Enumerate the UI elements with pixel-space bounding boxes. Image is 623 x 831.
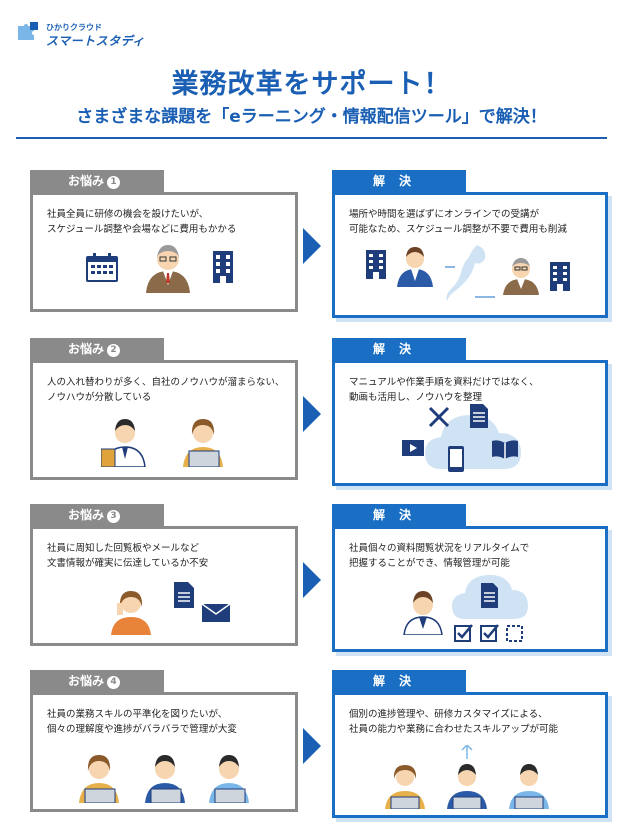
problem-tab-label: お悩み xyxy=(68,674,105,688)
arrow-right-icon xyxy=(303,562,321,598)
document-icon xyxy=(470,404,488,428)
arrow-right-icon xyxy=(303,396,321,432)
solution-line-1: 個別の進捗管理や、研修カスタマイズによる、 xyxy=(349,709,548,720)
solution-tab: 解決 xyxy=(332,504,466,526)
worried-person xyxy=(111,591,151,635)
solution-text: マニュアルや作業手順を資料だけではなく、 動画も活用し、ノウハウを整理 xyxy=(349,375,539,405)
person-at-laptop xyxy=(509,764,549,809)
problem-number: 4 xyxy=(107,676,121,689)
title-divider xyxy=(16,137,607,139)
person-at-laptop xyxy=(183,419,223,467)
employee-person xyxy=(397,247,433,287)
solution-line-2: 動画も活用し、ノウハウを整理 xyxy=(349,392,483,403)
solution-text: 個別の進捗管理や、研修カスタマイズによる、 社員の能力や業務に合わせたスキルアッ… xyxy=(349,707,558,737)
problem-number: 3 xyxy=(107,510,121,523)
logo-small-text: ひかりクラウド xyxy=(46,23,102,32)
solution-card-3: 解決 社員個々の資料閲覧状況をリアルタイムで 把握することができ、情報管理が可能 xyxy=(332,504,608,652)
problem-line-1: 社員に周知した回覧板やメールなど xyxy=(47,543,200,554)
problem-line-2: 個々の理解度や進捗がバラバラで管理が大変 xyxy=(47,724,237,735)
solution-body: マニュアルや作業手順を資料だけではなく、 動画も活用し、ノウハウを整理 xyxy=(332,360,608,486)
problem-body: 人の入れ替わりが多く、自社のノウハウが溜まらない、 ノウハウが分散している xyxy=(30,360,298,480)
person-at-laptop xyxy=(385,765,425,809)
problem-tab-label: お悩み xyxy=(68,342,105,356)
person-at-laptop xyxy=(145,755,185,803)
problem-line-2: スケジュール調整や会場などに費用もかかる xyxy=(47,224,237,235)
person-at-laptop xyxy=(209,755,249,803)
problem-line-2: ノウハウが分散している xyxy=(47,392,152,403)
solution-card-1: 解決 場所や時間を選ばずにオンラインでの受講が 可能なため、スケジュール調整が不… xyxy=(332,170,608,318)
person-at-laptop xyxy=(79,755,119,803)
solution-body: 社員個々の資料閲覧状況をリアルタイムで 把握することができ、情報管理が可能 xyxy=(332,526,608,652)
arrow-right-icon xyxy=(303,228,321,264)
problem-number: 1 xyxy=(107,176,121,189)
problem-number: 2 xyxy=(107,344,121,357)
solution-card-4: 解決 個別の進捗管理や、研修カスタマイズによる、 社員の能力や業務に合わせたスキ… xyxy=(332,670,608,818)
solution-text: 社員個々の資料閲覧状況をリアルタイムで 把握することができ、情報管理が可能 xyxy=(349,541,529,571)
person-at-laptop xyxy=(447,745,487,809)
solution-line-2: 可能なため、スケジュール調整が不要で費用も削減 xyxy=(349,224,567,235)
document-icon xyxy=(174,582,194,608)
logo: ひかりクラウド スマートスタディ xyxy=(16,12,176,48)
problem-text: 社員の業務スキルの平準化を図りたいが、 個々の理解度や進捗がバラバラで管理が大変 xyxy=(47,707,237,737)
manager-person xyxy=(503,258,539,295)
japan-map xyxy=(445,245,495,301)
solution-line-2: 把握することができ、情報管理が可能 xyxy=(349,558,510,569)
person-with-files xyxy=(101,419,146,467)
smartphone-icon xyxy=(448,446,464,472)
problem-body: 社員の業務スキルの平準化を図りたいが、 個々の理解度や進捗がバラバラで管理が大変 xyxy=(30,692,298,812)
calendar-icon xyxy=(86,253,118,282)
problem-body: 社員に周知した回覧板やメールなど 文書情報が確実に伝達しているか不安 xyxy=(30,526,298,646)
problem-line-2: 文書情報が確実に伝達しているか不安 xyxy=(47,558,209,569)
problem-text: 人の入れ替わりが多く、自社のノウハウが溜まらない、 ノウハウが分散している xyxy=(47,375,285,405)
logo-main-text: スマートスタディ xyxy=(46,34,145,48)
manager-person xyxy=(146,245,190,293)
problem-body: 社員全員に研修の機会を設けたいが、 スケジュール調整や会場などに費用もかかる xyxy=(30,192,298,312)
building-icon xyxy=(550,262,570,291)
book-icon xyxy=(492,440,518,459)
logo-puzzle-icon xyxy=(18,22,38,40)
problem-tab-label: お悩み xyxy=(68,174,105,188)
solution-body: 場所や時間を選ばずにオンラインでの受講が 可能なため、スケジュール調整が不要で費… xyxy=(332,192,608,318)
employee-person xyxy=(403,591,443,635)
problem-tab-label: お悩み xyxy=(68,508,105,522)
cloud-document-icon xyxy=(452,575,528,619)
solution-line-2: 社員の能力や業務に合わせたスキルアップが可能 xyxy=(349,724,559,735)
solution-line-1: マニュアルや作業手順を資料だけではなく、 xyxy=(349,377,539,388)
solution-line-1: 社員個々の資料閲覧状況をリアルタイムで xyxy=(349,543,530,554)
solution-card-2: 解決 マニュアルや作業手順を資料だけではなく、 動画も活用し、ノウハウを整理 xyxy=(332,338,608,486)
solution-tab: 解決 xyxy=(332,670,466,692)
problem-text: 社員全員に研修の機会を設けたいが、 スケジュール調整や会場などに費用もかかる xyxy=(47,207,236,237)
page-subtitle: さまざまな課題を「eラーニング・情報配信ツール」で解決！ xyxy=(76,107,547,127)
building-icon xyxy=(213,251,233,283)
building-icon xyxy=(366,250,386,279)
problem-line-1: 社員の業務スキルの平準化を図りたいが、 xyxy=(47,709,228,720)
solution-text: 場所や時間を選ばずにオンラインでの受講が 可能なため、スケジュール調整が不要で費… xyxy=(349,207,567,237)
problem-line-1: 人の入れ替わりが多く、自社のノウハウが溜まらない、 xyxy=(47,377,285,388)
arrow-right-icon xyxy=(303,728,321,764)
mail-icon xyxy=(201,603,231,622)
solution-line-1: 場所や時間を選ばずにオンラインでの受講が xyxy=(349,209,540,220)
solution-tab: 解決 xyxy=(332,338,466,360)
checkbox-icon xyxy=(454,624,523,642)
tools-icon xyxy=(428,406,450,428)
page-title: 業務改革をサポート！ xyxy=(171,69,452,100)
problem-line-1: 社員全員に研修の機会を設けたいが、 xyxy=(47,209,209,220)
problem-text: 社員に周知した回覧板やメールなど 文書情報が確実に伝達しているか不安 xyxy=(47,541,208,571)
solution-tab: 解決 xyxy=(332,170,466,192)
solution-body: 個別の進捗管理や、研修カスタマイズによる、 社員の能力や業務に合わせたスキルアッ… xyxy=(332,692,608,818)
video-icon xyxy=(402,440,424,456)
